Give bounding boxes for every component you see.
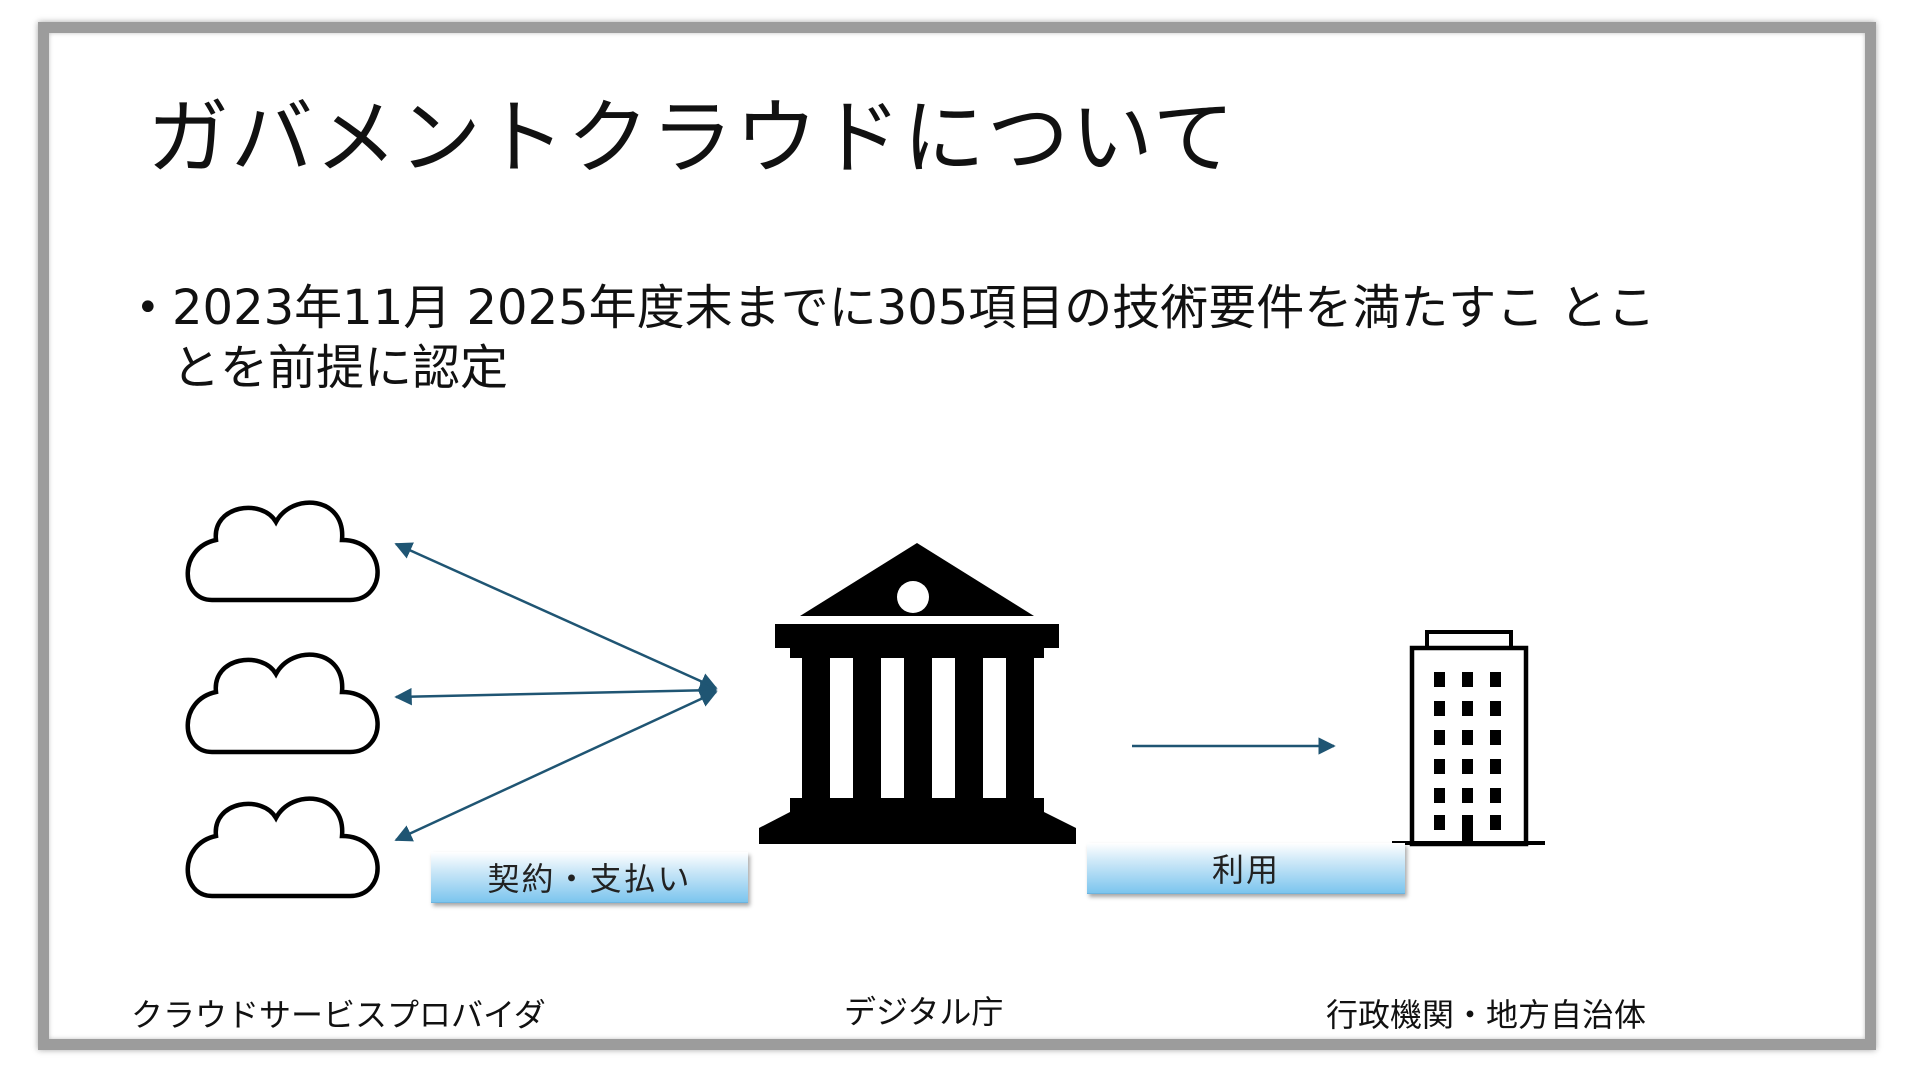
local-gov-label: 行政機関・地方自治体 (1326, 996, 1647, 1034)
bullet-dot: • (136, 285, 160, 331)
digital-agency-label: デジタル庁 (844, 993, 1004, 1031)
contract-payment-label: 契約・支払い (431, 852, 748, 903)
cloud-providers-label: クラウドサービスプロバイダ (131, 996, 546, 1034)
bullet-text: 2023年11月 2025年度末までに305項目の技術要件を満たすこ とことを前… (172, 280, 1656, 396)
bullet-item: • 2023年11月 2025年度末までに305項目の技術要件を満たすこ とこと… (136, 278, 1696, 398)
slide-title: ガバメントクラウドについて (147, 91, 1237, 186)
usage-label: 利用 (1087, 843, 1405, 894)
